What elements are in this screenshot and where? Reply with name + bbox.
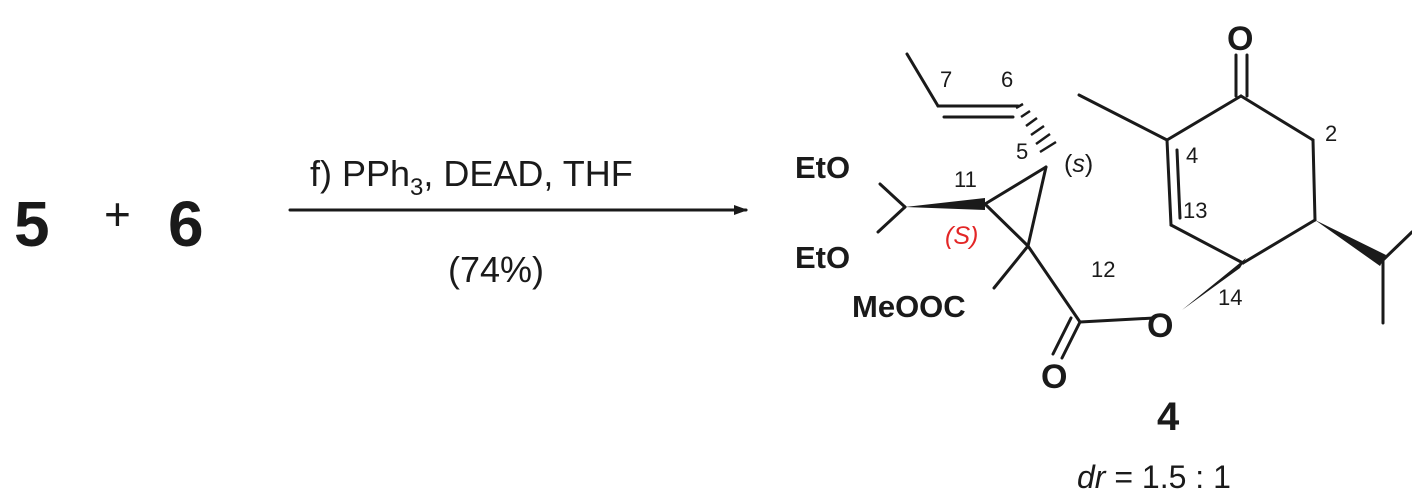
atom-ketone-o: O — [1227, 20, 1253, 58]
bond-c12-carbonyl — [1026, 244, 1082, 324]
stereo-descriptor-lower-s: (s) — [1064, 150, 1093, 178]
bond-c5-c11 — [983, 165, 1048, 206]
wedge-bond-c11-acetal — [905, 198, 985, 210]
atom-number-2: 2 — [1325, 121, 1337, 146]
wedge-bond-c1-isopropyl — [1315, 220, 1386, 266]
bond-c13-c4 — [1165, 138, 1173, 227]
atom-number-11: 11 — [954, 167, 977, 192]
atom-number-7: 7 — [940, 67, 952, 92]
atom-ester-o: O — [1147, 307, 1173, 345]
bond-carbonyl-o-double — [1051, 316, 1073, 356]
bond-c1-c14 — [1241, 218, 1317, 265]
bond-c5-c12 — [1026, 165, 1048, 248]
yield-label: (74%) — [448, 249, 544, 290]
bond-methyl-c7 — [905, 52, 940, 108]
bond-c3-c2 — [1239, 94, 1315, 142]
hashed-bond-c6-c5 — [1015, 102, 1057, 154]
plus-sign: + — [104, 188, 131, 240]
atom-number-14: 14 — [1218, 285, 1242, 310]
bond-c12-meooc — [992, 244, 1030, 290]
bond-isopropyl-methyl-a — [1381, 230, 1412, 262]
bond-c4-c3 — [1165, 94, 1243, 142]
atom-number-5: 5 — [1016, 139, 1028, 164]
bond-c14-c13 — [1169, 223, 1245, 265]
reagents-label: f) PPh3, DEAD, THF — [310, 153, 633, 201]
bond-acetal-eto-top — [878, 182, 907, 209]
atom-number-6: 6 — [1001, 67, 1013, 92]
atom-carbonyl-o: O — [1041, 358, 1067, 396]
diastereomeric-ratio: dr = 1.5 : 1 — [1077, 459, 1231, 495]
group-meooc: MeOOC — [852, 289, 966, 324]
reagents-subscript: 3 — [410, 174, 423, 201]
wedge-bond-o-c14 — [1182, 258, 1246, 310]
bond-acetal-eto-bottom — [876, 205, 907, 234]
atom-number-4: 4 — [1186, 143, 1198, 168]
bond-c2-c1 — [1311, 138, 1317, 222]
stereo-descriptor-upper-s: (S) — [945, 222, 978, 250]
product-label-4: 4 — [1157, 395, 1180, 439]
atom-number-12: 12 — [1091, 257, 1115, 282]
bond-c13-c4-double — [1175, 148, 1182, 220]
group-eto-bottom: EtO — [795, 240, 850, 275]
bond-c11-c12 — [983, 202, 1030, 248]
bond-carbonyl-o — [1060, 320, 1082, 360]
reactant-6-label: 6 — [168, 188, 204, 260]
reactant-5-label: 5 — [14, 188, 50, 260]
group-eto-top: EtO — [795, 150, 850, 185]
product-structure — [876, 52, 1412, 360]
bond-c4-methyl — [1077, 93, 1169, 142]
bond-carbonyl-ester-o — [1078, 316, 1156, 324]
atom-number-13: 13 — [1183, 198, 1207, 223]
